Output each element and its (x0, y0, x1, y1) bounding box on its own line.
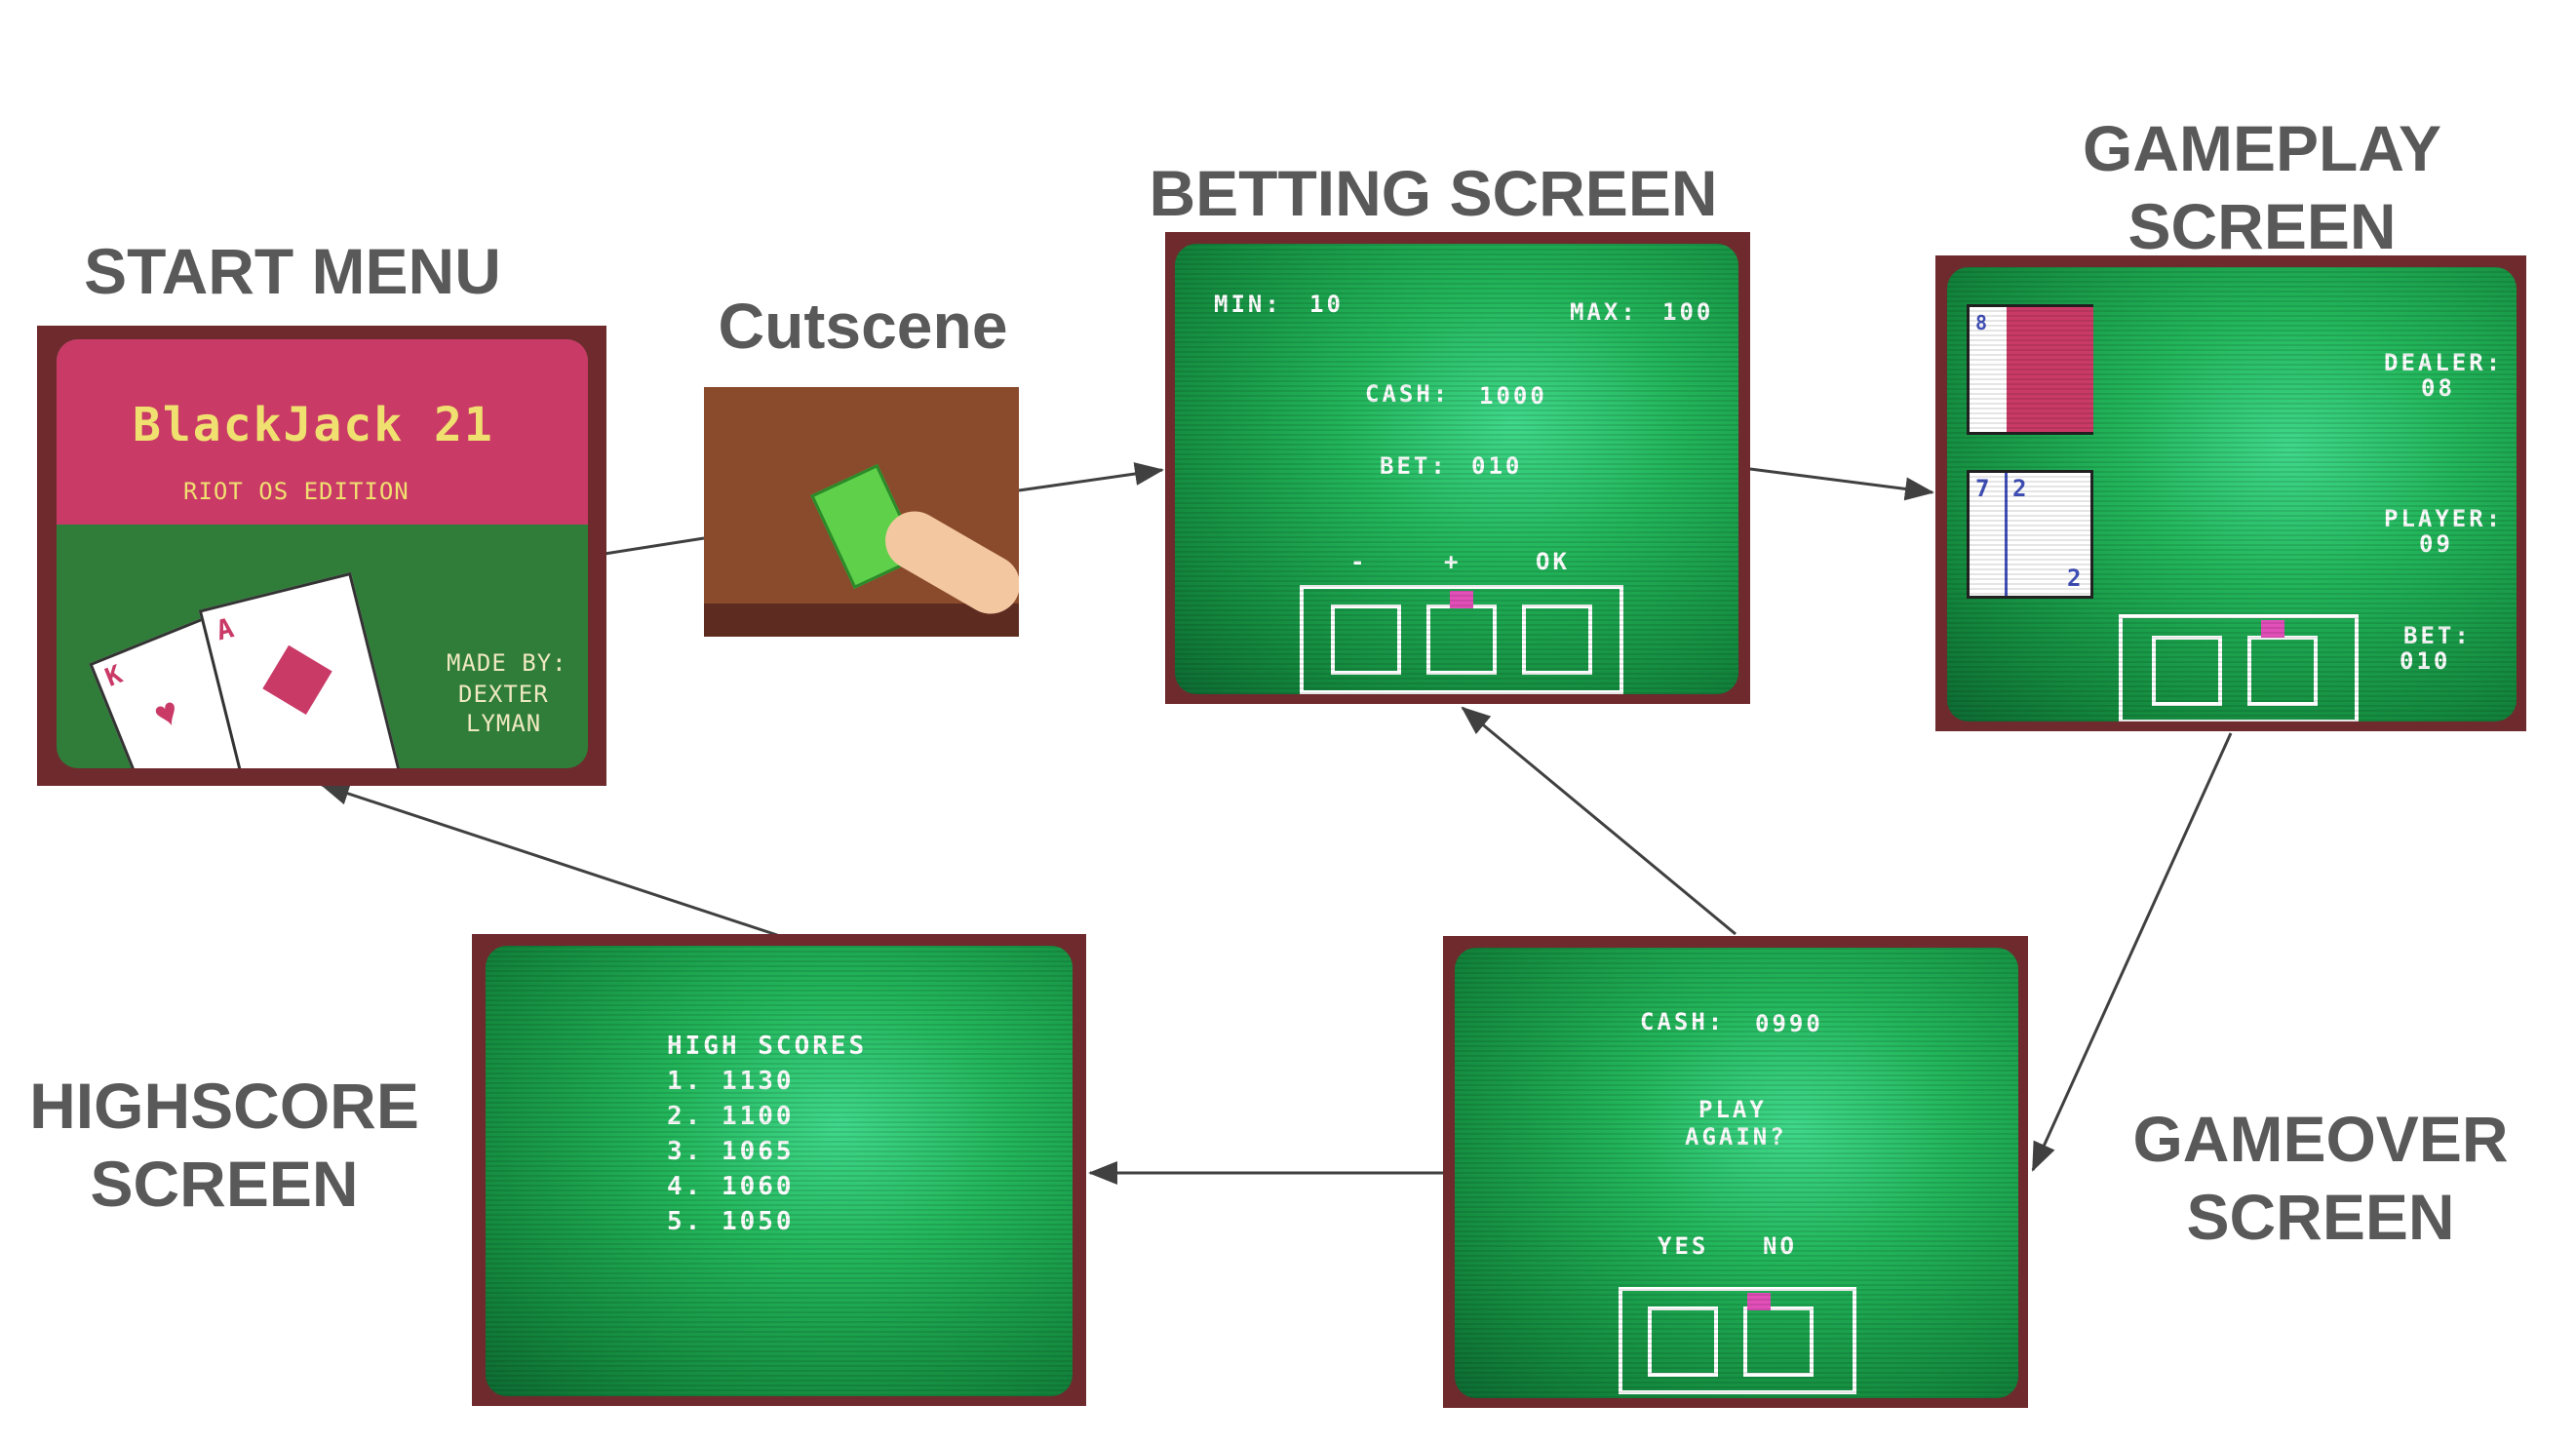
arrow-gameover-to-betting (1461, 706, 1737, 936)
cutscene-table-edge (704, 604, 1019, 637)
gameplay-screen: 8 7 2 2 DEALER: 08 PLAYER: 09 BET: 010 (1947, 267, 2517, 722)
label-gameplay-line2: SCREEN (2127, 190, 2397, 262)
label-start-menu: START MENU (84, 235, 501, 307)
player-card-2-rank: 2 (2012, 475, 2030, 502)
betting-bet-label: BET: (1380, 452, 1448, 480)
gameplay-bet-label: BET: (2403, 622, 2472, 649)
gameover-cursor (1747, 1293, 1771, 1310)
label-highscore-line2: SCREEN (90, 1148, 359, 1220)
label-gameover-line2: SCREEN (2186, 1181, 2455, 1253)
dealer-card-back (2007, 307, 2093, 432)
credit-line1: MADE BY: (447, 649, 567, 677)
credit-line2: DEXTER (458, 681, 549, 708)
label-gameplay-screen: GAMEPLAY SCREEN (2048, 109, 2477, 265)
start-menu-banner (57, 339, 588, 525)
gameplay-dealer-value: 08 (2421, 374, 2455, 402)
label-highscore-screen: HIGHSCORE SCREEN (20, 1067, 429, 1223)
start-menu-photo: BlackJack 21 RIOT OS EDITION K ♥ A MADE … (37, 326, 606, 786)
arrow-betting-to-gameplay (1749, 467, 1934, 501)
betting-photo: MIN: 10 MAX: 100 CASH: 1000 BET: 010 - +… (1165, 232, 1750, 704)
betting-min-label: MIN: (1214, 291, 1282, 318)
betting-plus-label: + (1444, 548, 1462, 575)
gameplay-bet-value: 010 (2400, 647, 2451, 675)
gameplay-photo: 8 7 2 2 DEALER: 08 PLAYER: 09 BET: 010 (1935, 255, 2526, 731)
diamond-icon (262, 644, 332, 716)
betting-button-frame (1300, 585, 1623, 694)
betting-cursor (1450, 591, 1473, 608)
betting-max-value: 100 (1662, 298, 1714, 326)
highscore-entry-4: 4. 1060 (667, 1172, 795, 1201)
label-gameplay-line1: GAMEPLAY (2083, 112, 2441, 184)
gameover-screen: CASH: 0990 PLAY AGAIN? YES NO (1455, 948, 2018, 1398)
heart-icon: ♥ (147, 688, 186, 738)
start-menu-screen: BlackJack 21 RIOT OS EDITION K ♥ A MADE … (57, 339, 588, 768)
player-card-2-rank-bottom: 2 (2067, 565, 2085, 592)
label-betting-screen: BETTING SCREEN (1149, 157, 1718, 229)
highscore-screen: HIGH SCORES 1. 1130 2. 1100 3. 1065 4. 1… (486, 946, 1073, 1396)
gameplay-player-value: 09 (2419, 530, 2453, 558)
arrow-highscore-to-start (320, 782, 781, 938)
highscore-title: HIGH SCORES (667, 1032, 868, 1061)
gameover-cash-label: CASH: (1640, 1008, 1726, 1035)
gameplay-dealer-label: DEALER: (2384, 349, 2504, 376)
highscore-entry-1: 1. 1130 (667, 1067, 795, 1096)
arrow-start-to-cutscene (604, 536, 705, 556)
betting-minus-button[interactable] (1331, 604, 1401, 675)
gameplay-stand-button[interactable] (2247, 636, 2318, 706)
label-gameover-line1: GAMEOVER (2132, 1103, 2509, 1175)
betting-minus-label: - (1350, 548, 1368, 575)
gameplay-button-frame (2119, 614, 2359, 722)
gameover-yes-button[interactable] (1648, 1306, 1718, 1377)
gameplay-hit-button[interactable] (2152, 636, 2222, 706)
betting-ok-button[interactable] (1522, 604, 1592, 675)
player-card-1: 7 2 2 (1967, 470, 2093, 599)
gameplay-player-label: PLAYER: (2384, 505, 2504, 532)
betting-ok-label: OK (1536, 548, 1570, 575)
betting-screen: MIN: 10 MAX: 100 CASH: 1000 BET: 010 - +… (1175, 244, 1738, 694)
start-menu-title: BlackJack 21 (133, 398, 494, 452)
gameplay-cursor (2261, 620, 2284, 638)
gameover-prompt-line2: AGAIN? (1685, 1123, 1787, 1150)
card-ace-rank: A (213, 610, 240, 647)
betting-cash-label: CASH: (1365, 380, 1451, 408)
gameover-photo: CASH: 0990 PLAY AGAIN? YES NO (1443, 936, 2028, 1408)
highscore-entry-2: 2. 1100 (667, 1102, 795, 1131)
betting-cash-value: 1000 (1479, 382, 1547, 410)
arrow-gameplay-to-gameover (2031, 732, 2233, 1172)
player-card-divider (2005, 473, 2008, 596)
betting-min-value: 10 (1309, 291, 1344, 318)
gameover-cash-value: 0990 (1755, 1010, 1823, 1037)
gameover-no-button[interactable] (1743, 1306, 1814, 1377)
player-card-1-rank: 7 (1975, 475, 1993, 502)
start-menu-subtitle: RIOT OS EDITION (183, 478, 410, 505)
highscore-photo: HIGH SCORES 1. 1130 2. 1100 3. 1065 4. 1… (472, 934, 1086, 1406)
gameover-no-label: NO (1763, 1232, 1797, 1260)
arrow-cutscene-to-betting (1018, 462, 1164, 492)
label-cutscene: Cutscene (718, 290, 1008, 362)
cutscene-image (704, 387, 1019, 637)
card-king-rank: K (101, 658, 130, 693)
highscore-entry-5: 5. 1050 (667, 1207, 795, 1236)
betting-max-label: MAX: (1570, 298, 1638, 326)
dealer-card-rank: 8 (1975, 311, 1991, 334)
gameover-button-frame (1619, 1287, 1856, 1394)
highscore-entry-3: 3. 1065 (667, 1137, 795, 1166)
dealer-card: 8 (1967, 304, 2093, 435)
betting-bet-value: 010 (1471, 452, 1523, 480)
betting-plus-button[interactable] (1426, 604, 1497, 675)
credit-line3: LYMAN (466, 710, 542, 737)
gameover-yes-label: YES (1658, 1232, 1709, 1260)
label-gameover-screen: GAMEOVER SCREEN (2116, 1100, 2525, 1256)
label-highscore-line1: HIGHSCORE (29, 1070, 419, 1142)
gameover-prompt-line1: PLAY (1698, 1096, 1767, 1123)
